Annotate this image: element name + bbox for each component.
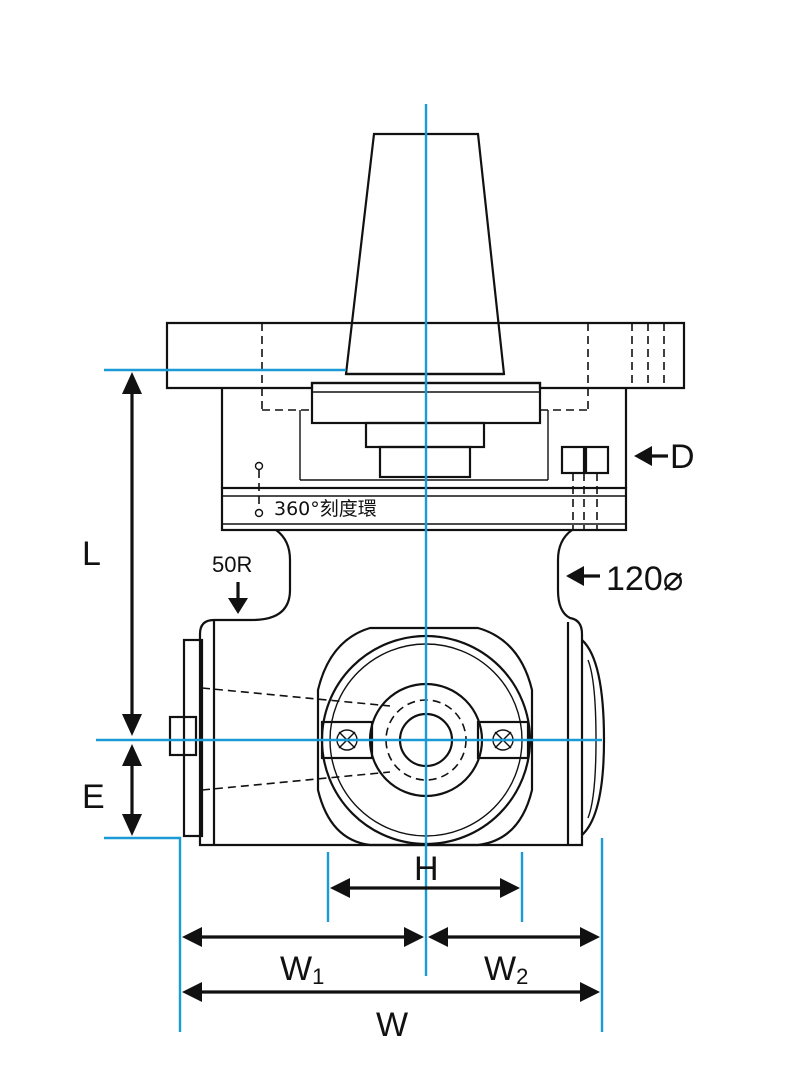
head-body <box>168 529 606 847</box>
dimension-W <box>182 982 600 1002</box>
label-D: D <box>670 438 695 476</box>
callout-D <box>634 446 668 466</box>
callout-radius <box>228 582 248 614</box>
label-H: H <box>414 850 439 888</box>
label-diameter: 120⌀ <box>606 560 683 598</box>
lock-blocks <box>560 445 610 530</box>
label-radius: 50R <box>212 552 252 577</box>
dimension-L <box>122 372 142 736</box>
dimension-E <box>122 744 142 836</box>
label-W2: W2 <box>484 950 528 989</box>
label-W1: W1 <box>280 950 324 989</box>
dimension-H <box>330 878 520 898</box>
dimension-W2 <box>428 927 600 947</box>
dimension-W1 <box>182 927 424 947</box>
label-L: L <box>82 535 101 573</box>
label-graduation-ring: 360°刻度環 <box>274 498 377 520</box>
graduation-ring <box>220 486 628 532</box>
centerlines <box>96 104 604 1032</box>
label-E: E <box>82 778 105 816</box>
label-W: W <box>376 1006 408 1044</box>
callout-diameter <box>566 566 600 586</box>
base-reference-line <box>104 836 182 1032</box>
